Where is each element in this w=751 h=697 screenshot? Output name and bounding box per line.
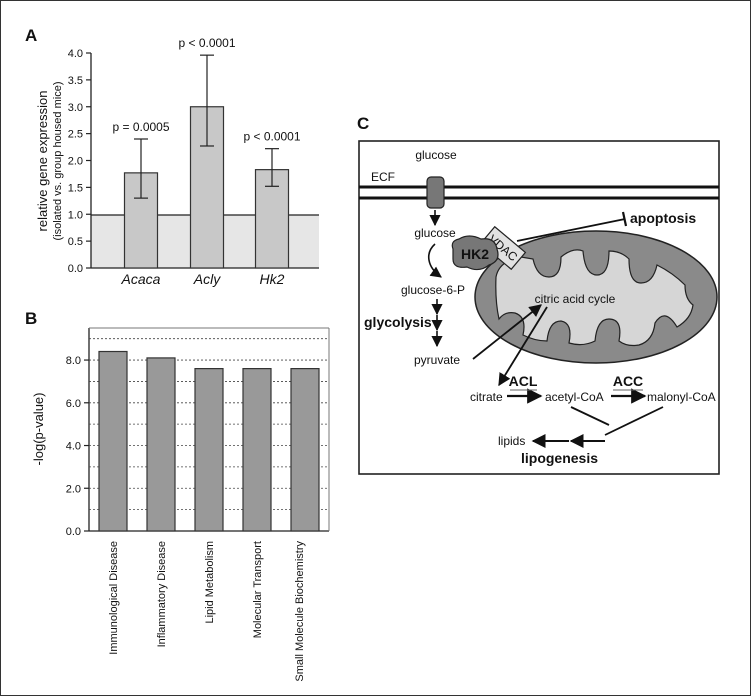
arrow-glucose-to-g6p (428, 243, 442, 278)
acl-label: ACL (509, 373, 538, 389)
chart-a-ytick-label: 1.0 (68, 209, 83, 221)
diagram-c: ECF glucose glucose citric acid cycle VD… (358, 140, 720, 475)
arrow-tca-to-citrate (498, 306, 548, 387)
chart-a-ytick-label: 3.5 (68, 75, 83, 87)
citric-acid-cycle-label: citric acid cycle (535, 292, 616, 306)
hk2-label: HK2 (461, 246, 489, 262)
chart-a-ylabel: relative gene expression (35, 91, 50, 232)
lipids-label: lipids (498, 434, 525, 448)
chart-a-ytick-label: 0.0 (68, 263, 83, 275)
chart-a-ylabel-sub: (isolated vs. group housed mice) (52, 82, 64, 241)
chart-a-ytick-label: 4.0 (68, 48, 83, 60)
chart-b-category-label: Inflammatory Disease (156, 541, 168, 647)
citrate-label: citrate (470, 390, 503, 404)
chart-a-category-label: Acaca (121, 271, 161, 287)
chart-b-category-label: Immunological Disease (108, 541, 120, 655)
mitochondrion-cristae (495, 249, 694, 347)
chart-a-ytick-label: 1.5 (68, 182, 83, 194)
apoptosis-label: apoptosis (630, 210, 696, 226)
glucose6p-label: glucose-6-P (401, 283, 465, 297)
acetylcoa-to-lipids-line (570, 406, 610, 426)
chart-a-pvalue: p < 0.0001 (243, 130, 300, 144)
chart-a: relative gene expression (isolated vs. g… (35, 36, 319, 287)
pyruvate-label: pyruvate (414, 353, 460, 367)
chart-b-category-label: Molecular Transport (252, 541, 264, 638)
chart-a-pvalue: p < 0.0001 (178, 36, 235, 50)
lipogenesis-label: lipogenesis (521, 450, 598, 466)
panel-c-letter: C (357, 114, 369, 133)
chart-b-ytick-label: 6.0 (66, 398, 81, 410)
chart-a-ytick-label: 3.0 (68, 102, 83, 114)
chart-a-pvalue: p = 0.0005 (112, 120, 169, 134)
chart-b-category-label: Small Molecule Biochemistry (294, 541, 306, 682)
chart-b: -log(p-value) 0.0 2.0 4.0 6.0 8.0Immunologic… (31, 327, 330, 682)
diagram-frame (358, 140, 720, 475)
chart-b-ytick-label: 2.0 (66, 483, 81, 495)
apoptosis-inhibition-line (516, 218, 626, 242)
chart-b-bar (146, 357, 176, 532)
chart-b-ytick-label: 8.0 (66, 355, 81, 367)
panel-a-letter: A (25, 26, 37, 45)
glucose-transporter (426, 176, 445, 209)
apoptosis-inhibition-bar (621, 211, 628, 227)
chart-b-ytick-label: 4.0 (66, 441, 81, 453)
arrow-pyruvate-to-tca (472, 304, 542, 360)
acc-label: ACC (613, 373, 643, 389)
chart-b-bar (194, 368, 224, 532)
panel-b-letter: B (25, 309, 37, 328)
chart-a-category-label: Acly (193, 271, 221, 287)
acetylcoa-label: acetyl-CoA (545, 390, 604, 404)
ecf-label: ECF (371, 170, 395, 184)
chart-b-bar (98, 350, 128, 532)
hk2-enzyme: HK2 (451, 235, 499, 271)
chart-b-ytick-label: 0.0 (66, 526, 81, 538)
glycolysis-label: glycolysis (364, 314, 432, 330)
glucose-outside-label: glucose (415, 148, 457, 162)
glucose-inside-label: glucose (414, 226, 456, 240)
chart-b-category-label: Lipid Metabolism (204, 541, 216, 624)
chart-b-ylabel: -log(p-value) (31, 393, 46, 466)
malonylcoa-to-lipids-line (604, 406, 664, 436)
chart-b-bar (290, 368, 320, 532)
chart-a-ytick-label: 2.0 (68, 156, 83, 168)
chart-a-category-label: Hk2 (260, 271, 285, 287)
chart-a-ytick-label: 0.5 (68, 236, 83, 248)
malonylcoa-label: malonyl-CoA (647, 390, 716, 404)
chart-b-bar (242, 368, 272, 532)
chart-a-ytick-label: 2.5 (68, 129, 83, 141)
